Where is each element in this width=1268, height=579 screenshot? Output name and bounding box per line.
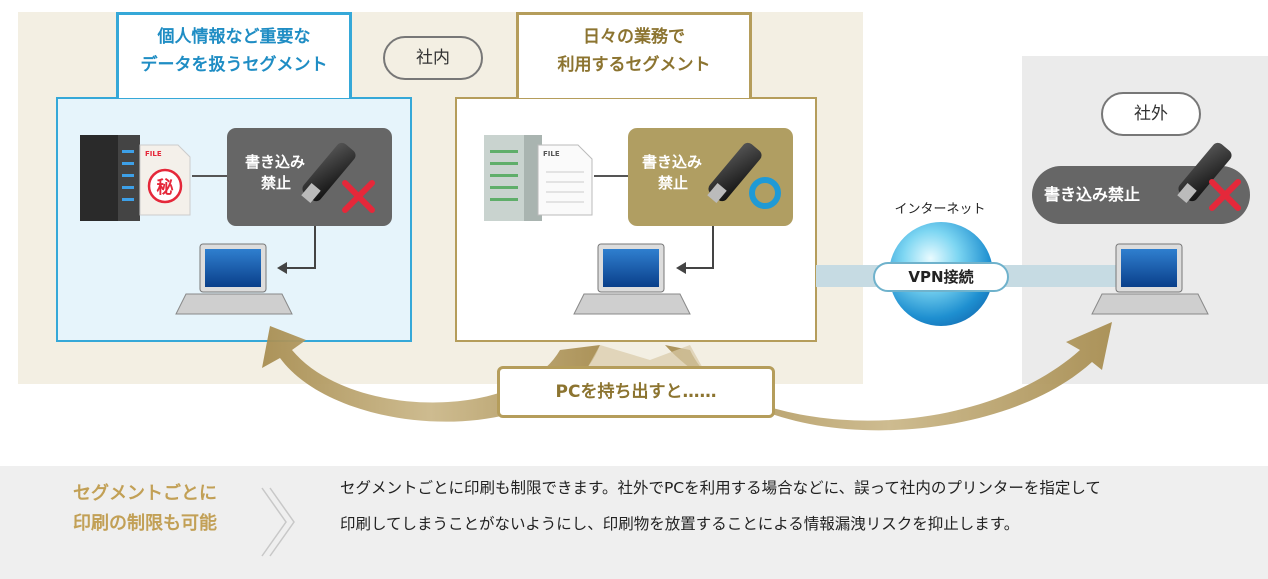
laptop-icon xyxy=(1091,243,1209,315)
server-icon xyxy=(484,135,542,221)
sensitive-segment-title: 個人情報など重要な データを扱うセグメント xyxy=(116,12,352,98)
write-prohibited-line2: 禁止 xyxy=(261,174,292,192)
usb-drive-icon xyxy=(707,142,762,203)
usb-drive-icon xyxy=(1177,142,1232,203)
file-tag: FILE xyxy=(543,150,560,158)
write-prohibited-line1: 書き込み xyxy=(642,153,703,171)
callout-beam xyxy=(585,345,705,372)
note-body-line1: セグメントごとに印刷も制限できます。社外でPCを利用する場合などに、誤って社内の… xyxy=(340,479,1101,497)
write-prohibited-box-sensitive: 書き込み 禁止 xyxy=(227,128,392,226)
arrow-head-icon xyxy=(277,262,287,274)
server-icon xyxy=(80,135,140,221)
daily-segment-title: 日々の業務で 利用するセグメント xyxy=(516,12,752,98)
confidential-seal-text: 秘 xyxy=(156,178,174,198)
deny-x-icon xyxy=(1209,179,1241,211)
note-body-line2: 印刷してしまうことがないようにし、印刷物を放置することによる情報漏洩リスクを抑止… xyxy=(340,515,1020,533)
connector-line xyxy=(682,226,714,269)
allow-circle-icon xyxy=(749,177,781,209)
vpn-label: VPN接続 xyxy=(873,262,1009,292)
write-prohibited-box-daily: 書き込み 禁止 xyxy=(628,128,793,226)
file-icon xyxy=(537,144,593,216)
daily-segment-title-line1: 日々の業務で xyxy=(583,27,685,47)
deny-x-icon xyxy=(342,180,375,213)
right-curved-arrow-icon xyxy=(665,322,1112,431)
laptop-icon xyxy=(573,243,691,315)
connector-line xyxy=(283,226,316,269)
note-panel xyxy=(0,466,1268,579)
laptop-icon xyxy=(175,243,293,315)
internal-label: 社内 xyxy=(383,36,483,80)
file-tag: FILE xyxy=(145,150,162,158)
arrow-head-icon xyxy=(676,262,686,274)
chevron-icon xyxy=(261,487,295,557)
note-heading: セグメントごとに 印刷の制限も可能 xyxy=(54,479,236,539)
write-prohibited-line2: 禁止 xyxy=(658,174,689,192)
take-pc-out-callout: PCを持ち出すと…… xyxy=(497,366,775,418)
write-prohibited-line1: 書き込み xyxy=(245,153,306,171)
usb-drive-icon xyxy=(301,142,356,203)
sensitive-segment-title-line2: データを扱うセグメント xyxy=(140,55,328,75)
note-heading-line1: セグメントごとに xyxy=(73,483,217,504)
daily-segment-title-line2: 利用するセグメント xyxy=(557,55,711,75)
sensitive-segment-title-line1: 個人情報など重要な xyxy=(157,27,311,47)
external-label: 社外 xyxy=(1101,92,1201,136)
confidential-file-icon xyxy=(139,144,191,216)
note-heading-line2: 印刷の制限も可能 xyxy=(73,513,217,534)
internet-label: インターネット xyxy=(894,202,986,217)
